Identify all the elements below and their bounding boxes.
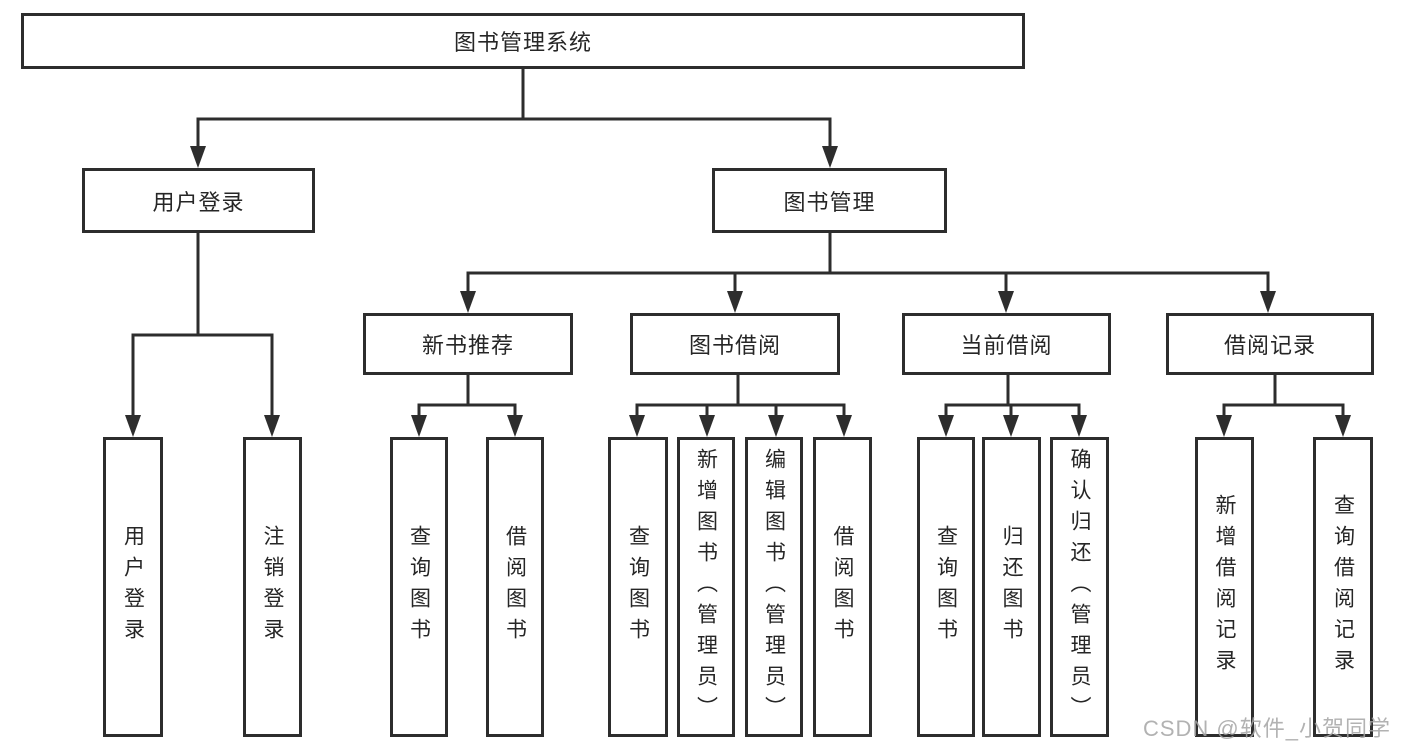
node-current-borrowing: 当前借阅 <box>902 313 1111 375</box>
leaf-query-books-3: 查询图书 <box>917 437 975 737</box>
node-label: 用户登录 <box>152 189 245 215</box>
leaf-return-books: 归还图书 <box>982 437 1041 737</box>
node-label: 图书管理 <box>783 189 876 215</box>
node-new-book-recommend: 新书推荐 <box>363 313 573 375</box>
leaf-add-borrow-record: 新增借阅记录 <box>1195 437 1254 737</box>
node-label: 借阅记录 <box>1223 333 1316 358</box>
node-user-login: 用户登录 <box>82 168 315 233</box>
leaf-logout: 注销登录 <box>243 437 302 737</box>
node-library-system: 图书管理系统 <box>21 13 1025 69</box>
leaf-edit-books-admin: 编辑图书（管理员） <box>745 437 803 737</box>
leaf-query-books: 查询图书 <box>390 437 448 737</box>
leaf-add-books-admin: 新增图书（管理员） <box>677 437 735 737</box>
node-label: 图书借阅 <box>688 333 781 358</box>
node-label: 当前借阅 <box>960 333 1053 358</box>
node-label: 新书推荐 <box>421 333 514 358</box>
leaf-borrow-books-2: 借阅图书 <box>813 437 872 737</box>
leaf-borrow-books: 借阅图书 <box>486 437 544 737</box>
leaf-user-login: 用户登录 <box>103 437 163 737</box>
leaf-query-books-2: 查询图书 <box>608 437 668 737</box>
node-book-borrowing: 图书借阅 <box>630 313 840 375</box>
node-borrowing-records: 借阅记录 <box>1166 313 1374 375</box>
leaf-query-borrow-record: 查询借阅记录 <box>1313 437 1373 737</box>
node-book-management: 图书管理 <box>712 168 947 233</box>
csdn-watermark: CSDN @软件_小贺同学 <box>1142 716 1391 741</box>
leaf-confirm-return-admin: 确认归还（管理员） <box>1050 437 1109 737</box>
node-label: 图书管理系统 <box>453 30 592 55</box>
arrowheads <box>125 146 1351 437</box>
